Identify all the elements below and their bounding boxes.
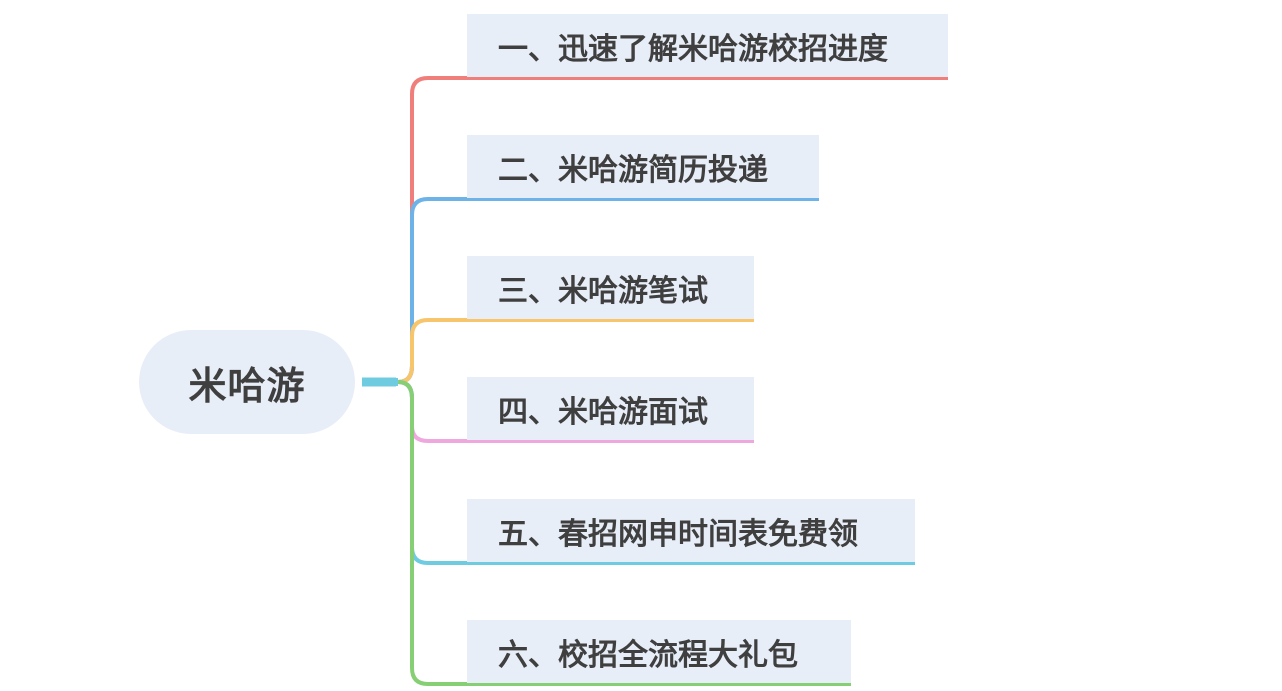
connector-branch-3 <box>397 318 467 384</box>
root-label: 米哈游 <box>188 363 306 408</box>
branch-label-5: 五、春招网申时间表免费领 <box>498 517 858 552</box>
branch-underline-1 <box>467 77 948 80</box>
connector-branch-1 <box>397 76 467 384</box>
branch-node-2[interactable]: 二、米哈游简历投递 <box>467 135 819 201</box>
branch-label-1: 一、迅速了解米哈游校招进度 <box>498 32 888 67</box>
branch-label-6: 六、校招全流程大礼包 <box>498 638 798 673</box>
branch-underline-6 <box>467 683 851 686</box>
connector-branch-5 <box>397 380 467 565</box>
branch-underline-4 <box>467 440 754 443</box>
branch-underline-5 <box>467 562 915 565</box>
branch-underline-2 <box>467 198 819 201</box>
branch-node-1[interactable]: 一、迅速了解米哈游校招进度 <box>467 14 948 80</box>
connector-branch-6 <box>397 380 467 686</box>
branch-label-4: 四、米哈游面试 <box>498 395 708 430</box>
branch-node-3[interactable]: 三、米哈游笔试 <box>467 256 754 322</box>
branch-node-5[interactable]: 五、春招网申时间表免费领 <box>467 499 915 565</box>
branch-node-4[interactable]: 四、米哈游面试 <box>467 377 754 443</box>
branch-label-2: 二、米哈游简历投递 <box>498 153 768 188</box>
connector-branch-2 <box>397 197 467 384</box>
root-node[interactable]: 米哈游 <box>139 330 355 434</box>
branch-label-3: 三、米哈游笔试 <box>498 274 708 309</box>
connector-branch-4 <box>397 380 467 443</box>
branch-node-6[interactable]: 六、校招全流程大礼包 <box>467 620 851 686</box>
branch-underline-3 <box>467 319 754 322</box>
